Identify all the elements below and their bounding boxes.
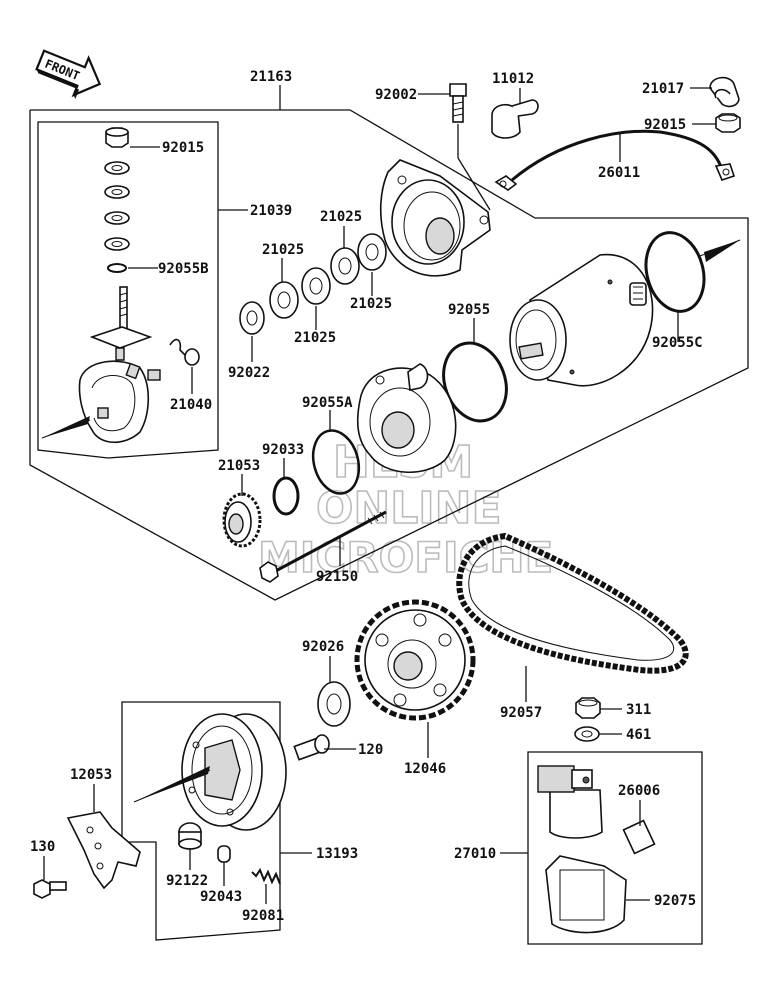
part-label-311: 311: [626, 702, 651, 718]
part-label-92055a: 92055A: [302, 395, 353, 411]
nut-92015-right: [715, 113, 741, 133]
lead-wire-26011: [494, 129, 736, 191]
starter-relay: [537, 765, 603, 839]
washer-461: [574, 726, 600, 742]
part-label-12053: 12053: [70, 767, 112, 783]
part-label-120: 120: [358, 742, 383, 758]
part-label-13193: 13193: [316, 846, 358, 862]
watermark: HLSM ONLINE MICROFICHE: [257, 436, 554, 583]
pin-92043: [217, 845, 231, 863]
cap-21017: [709, 76, 740, 108]
gear-21053: [222, 492, 262, 548]
part-label-92002: 92002: [375, 87, 417, 103]
part-label-21039: 21039: [250, 203, 292, 219]
part-label-92122: 92122: [166, 873, 208, 889]
part-label-92022: 92022: [228, 365, 270, 381]
part-label-92015-left: 92015: [162, 140, 204, 156]
part-label-21053: 21053: [218, 458, 260, 474]
part-label-21040: 21040: [170, 397, 212, 413]
bracket-12053: [66, 811, 141, 890]
part-label-21163: 21163: [250, 69, 292, 85]
chain-92057: [456, 532, 689, 674]
washers-21025: [239, 233, 387, 335]
bolt-92002: [449, 83, 491, 211]
part-label-92055: 92055: [448, 302, 490, 318]
sprocket-12046: [354, 599, 476, 721]
starter-assembly-outline: [29, 85, 749, 601]
part-label-21025-a: 21025: [320, 209, 362, 225]
front-arrow-icon: FRONT: [35, 49, 102, 99]
shaft-120: [293, 734, 330, 761]
part-label-461: 461: [626, 727, 651, 743]
relay-cover-92075: [545, 855, 627, 934]
part-label-11012: 11012: [492, 71, 534, 87]
o-ring-92055a: [311, 429, 361, 495]
roller-92122: [178, 822, 202, 850]
starter-clutch: [133, 713, 287, 831]
part-label-21025-c: 21025: [350, 296, 392, 312]
part-label-92075: 92075: [654, 893, 696, 909]
part-label-21017: 21017: [642, 81, 684, 97]
part-label-130: 130: [30, 839, 55, 855]
watermark-line-2: ONLINE: [316, 483, 502, 534]
part-label-92150: 92150: [316, 569, 358, 585]
part-label-92015-right: 92015: [644, 117, 686, 133]
part-label-21025-d: 21025: [294, 330, 336, 346]
spring-92081: [251, 867, 281, 885]
part-label-92055c: 92055C: [652, 335, 703, 351]
part-label-92043: 92043: [200, 889, 242, 905]
relay-box: [527, 751, 703, 945]
part-label-26011: 26011: [598, 165, 640, 181]
end-cover: [379, 159, 491, 277]
watermark-line-3: MICROFICHE: [258, 533, 553, 582]
through-bolt-92150: [259, 510, 387, 583]
part-label-92026: 92026: [302, 639, 344, 655]
nut-311: [575, 697, 601, 719]
part-label-92033: 92033: [262, 442, 304, 458]
washer-92026: [317, 681, 351, 727]
starter-motor: [509, 253, 654, 387]
leader-lines: [43, 87, 716, 904]
part-label-26006: 26006: [618, 783, 660, 799]
brush-holder-parts: [41, 127, 200, 444]
part-label-92081: 92081: [242, 908, 284, 924]
circlip-92033: [272, 476, 300, 516]
part-label-27010: 27010: [454, 846, 496, 862]
part-labels: 21163 92002 11012 21017 92015 26011 2103…: [30, 69, 703, 924]
fuse-26006: [622, 819, 656, 855]
part-label-21025-b: 21025: [262, 242, 304, 258]
part-label-12046: 12046: [404, 761, 446, 777]
rear-cover: [356, 363, 457, 473]
part-label-92055b: 92055B: [158, 261, 209, 277]
part-label-92057: 92057: [500, 705, 542, 721]
bolt-130: [33, 879, 67, 899]
cap-11012: [491, 99, 539, 139]
